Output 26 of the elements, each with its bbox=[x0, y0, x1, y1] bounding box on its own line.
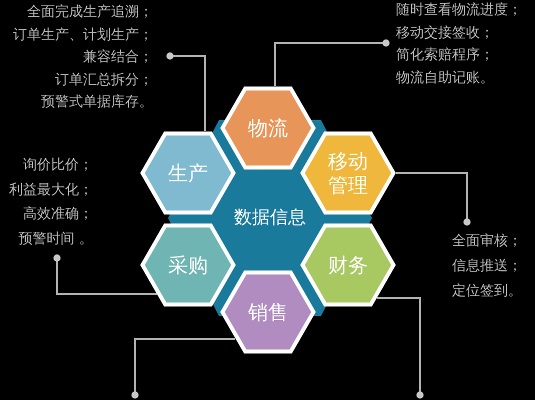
leader-line bbox=[377, 297, 424, 399]
feature-text: 预警时间 。 bbox=[18, 230, 93, 248]
feature-text: 全面审核； bbox=[452, 232, 523, 251]
feature-text: 预警式单据库存。 bbox=[40, 93, 153, 112]
leader-line bbox=[274, 39, 390, 86]
feature-text: 简化索赔程序； bbox=[396, 46, 495, 65]
feature-text: 全面完成生产追溯； bbox=[26, 3, 153, 22]
feature-text: 订单生产、计划生产； bbox=[12, 26, 153, 44]
feature-text: 信息推送； bbox=[452, 257, 523, 276]
feature-text: 兼容结合； bbox=[82, 48, 153, 67]
leader-line bbox=[131, 338, 235, 399]
feature-text: 询价比价； bbox=[22, 156, 93, 175]
feature-text: 高效准确； bbox=[22, 205, 93, 224]
feature-text: 物流自助记账。 bbox=[396, 68, 495, 88]
leader-line bbox=[396, 172, 471, 226]
module-hexagon: 物流 bbox=[220, 86, 316, 170]
module-hexagon: 生产 bbox=[140, 131, 236, 215]
feature-text: 随时查看物流进度； bbox=[396, 1, 523, 20]
module-hexagon: 采购 bbox=[140, 223, 236, 307]
feature-text: 利益最大化； bbox=[8, 180, 93, 200]
leader-line bbox=[53, 254, 157, 295]
feature-text: 订单汇总拆分； bbox=[54, 70, 153, 90]
feature-text: 移动交接签收； bbox=[396, 24, 495, 42]
leader-line bbox=[166, 52, 206, 131]
feature-text: 定位签到。 bbox=[452, 282, 523, 301]
module-hexagon: 销售 bbox=[220, 270, 316, 354]
